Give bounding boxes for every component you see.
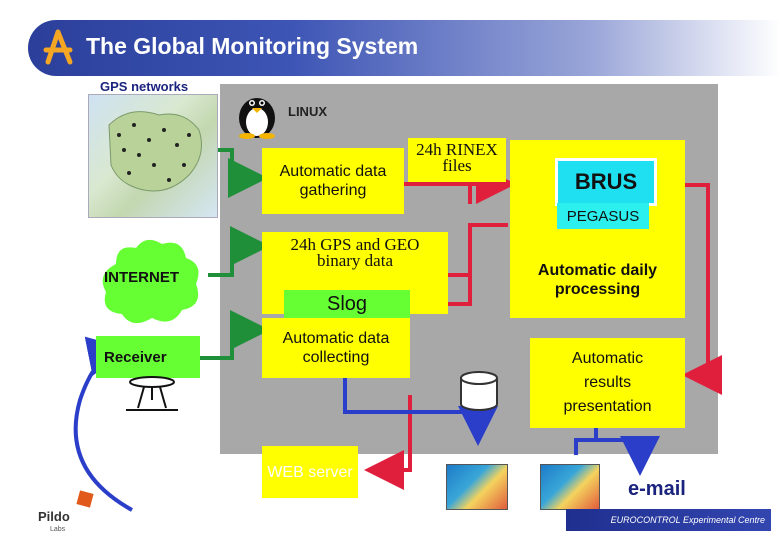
antenna-icon (122, 376, 182, 412)
database-icon (458, 370, 500, 412)
internet-label: INTERNET (104, 269, 179, 286)
auto-results-label: Automatic results presentation (563, 350, 652, 415)
auto-gathering-label: Automatic data gathering (279, 163, 387, 199)
auto-collecting-label: Automatic data collecting (282, 330, 390, 366)
rinex-box: 24h RINEX files (408, 138, 506, 182)
brus-box: BRUS (555, 158, 657, 206)
slog-box: Slog (284, 290, 410, 318)
gps-network-map (88, 94, 218, 218)
linux-penguin-icon (232, 88, 282, 140)
gps-geo-label: 24h GPS and GEO binary data (290, 235, 420, 270)
eurocontrol-banner: EUROCONTROL Experimental Centre (566, 509, 771, 531)
auto-results-box: Automatic results presentation (530, 338, 685, 428)
page-title: The Global Monitoring System (86, 33, 419, 59)
result-map-thumbnail (446, 464, 508, 510)
web-server-box: WEB server (262, 446, 358, 498)
web-server-label: WEB server (267, 463, 353, 481)
pegasus-box: PEGASUS (557, 203, 649, 229)
receiver-box (96, 336, 200, 378)
logo-icon (38, 28, 78, 68)
gps-networks-label: GPS networks (100, 79, 189, 94)
pildo-logo-icon (76, 490, 94, 508)
eurocontrol-label: EUROCONTROL Experimental Centre (610, 515, 765, 525)
linux-label: LINUX (288, 104, 327, 119)
pildo-sublabel: Labs (50, 526, 66, 533)
title-bar (28, 20, 780, 76)
auto-collecting-box: Automatic data collecting (262, 318, 410, 378)
auto-gathering-box: Automatic data gathering (262, 148, 404, 214)
email-label: e-mail (628, 478, 686, 500)
receiver-label: Receiver (104, 349, 167, 366)
auto-daily-label: Automatic daily processing (537, 262, 658, 298)
pildo-label: Pildo (38, 509, 70, 524)
rinex-label: 24h RINEX files (416, 140, 498, 175)
result-map-thumbnail (540, 464, 600, 510)
internet-cloud-icon (96, 234, 206, 330)
